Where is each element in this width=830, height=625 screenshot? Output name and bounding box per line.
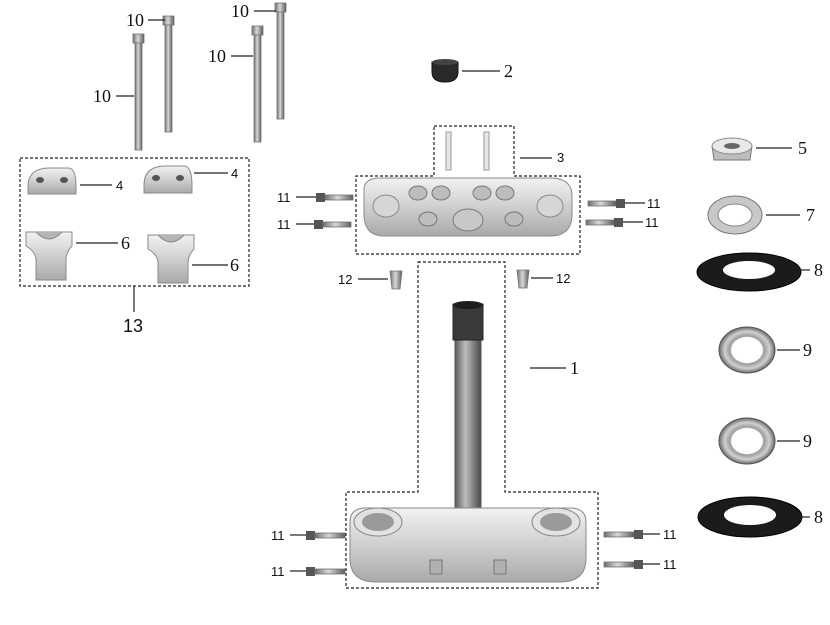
label-9-b: 9	[803, 431, 812, 451]
nut-12-right	[516, 269, 530, 289]
label-5: 5	[798, 138, 807, 158]
dust-seal-8-upper	[696, 252, 802, 292]
steering-stem-thread	[452, 303, 484, 341]
bridge-bolt-11-b	[314, 220, 352, 229]
bridge-hole	[472, 185, 492, 201]
label-11-b: 11	[277, 217, 291, 232]
long-bolt-1-head	[132, 33, 145, 44]
label-3: 3	[557, 150, 564, 165]
nut-12-left	[389, 270, 403, 290]
bridge-hole	[408, 185, 428, 201]
bridge-hole	[495, 185, 515, 201]
label-9-a: 9	[803, 340, 812, 360]
label-8-a: 8	[814, 260, 823, 280]
bridge-bolt-11-c	[587, 199, 625, 208]
label-6-b: 6	[230, 255, 239, 275]
label-10-a: 10	[126, 10, 144, 30]
top-bridge-pin-left	[445, 131, 452, 171]
lower-bridge-tab	[429, 559, 443, 575]
label-11-d: 11	[645, 215, 659, 230]
clamp-hole	[60, 177, 68, 183]
long-bolt-1	[134, 35, 143, 151]
label-2: 2	[504, 61, 513, 81]
label-12-a: 12	[338, 272, 352, 287]
lower-bolt-11-g	[603, 530, 643, 539]
label-10-d: 10	[93, 86, 111, 106]
stem-top-bore	[453, 301, 483, 309]
top-bridge-outline	[355, 125, 581, 255]
clamp-saddle	[35, 231, 63, 240]
long-bolt-4	[276, 4, 285, 120]
clamp-hole	[36, 177, 44, 183]
label-11-a: 11	[277, 190, 291, 205]
long-bolt-3-head	[251, 25, 264, 36]
top-bridge-pin-right	[483, 131, 490, 171]
lower-clamp-6-left	[25, 231, 73, 281]
cap-top	[432, 59, 458, 65]
dust-seal-8-lower	[697, 496, 803, 538]
bridge-bolt-11-a	[316, 193, 354, 202]
bearing-9-upper	[718, 326, 776, 374]
clamp-saddle	[157, 234, 185, 243]
lower-bridge-tab	[493, 559, 507, 575]
bridge-fork-hole-right	[536, 194, 564, 218]
long-bolt-3	[253, 27, 262, 143]
lower-bolt-11-f	[306, 567, 346, 576]
lock-nut-7	[707, 195, 763, 235]
upper-clamp-4-right	[143, 165, 193, 194]
lower-bridge-1	[349, 507, 587, 583]
label-11-g: 11	[663, 527, 677, 542]
label-13: 13	[123, 316, 143, 336]
bridge-fork-hole-left	[372, 194, 400, 218]
stem-cap-2	[431, 61, 459, 83]
bridge-hole	[431, 185, 451, 201]
bridge-hole	[504, 211, 524, 227]
bearing-9-lower	[718, 417, 776, 465]
long-bolt-group	[132, 2, 287, 151]
label-4-a: 4	[116, 178, 123, 193]
label-8-b: 8	[814, 507, 823, 527]
label-1: 1	[570, 358, 579, 378]
label-11-f: 11	[271, 564, 285, 579]
bridge-bolt-11-d	[585, 218, 623, 227]
clamp-hole	[176, 175, 184, 181]
label-10-b: 10	[231, 1, 249, 21]
label-11-e: 11	[271, 528, 285, 543]
lower-fork-bore-right	[540, 513, 572, 531]
lower-bolt-11-e	[306, 531, 346, 540]
stem-nut-5	[711, 137, 753, 161]
label-11-h: 11	[663, 557, 677, 572]
label-12-b: 12	[556, 271, 570, 286]
label-4-b: 4	[231, 166, 238, 181]
steering-stem-outline	[345, 261, 599, 589]
bridge-stem-hole	[452, 208, 484, 232]
clamp-hole	[152, 175, 160, 181]
label-6-a: 6	[121, 233, 130, 253]
lower-fork-bore-left	[362, 513, 394, 531]
label-11-c: 11	[647, 196, 661, 211]
bridge-hole	[418, 211, 438, 227]
long-bolt-4-head	[274, 2, 287, 13]
lower-clamp-6-right	[147, 234, 195, 284]
label-7: 7	[806, 205, 815, 225]
long-bolt-2	[164, 17, 173, 133]
label-10-c: 10	[208, 46, 226, 66]
lower-bolt-11-h	[603, 560, 643, 569]
upper-clamp-4-left	[27, 167, 77, 195]
